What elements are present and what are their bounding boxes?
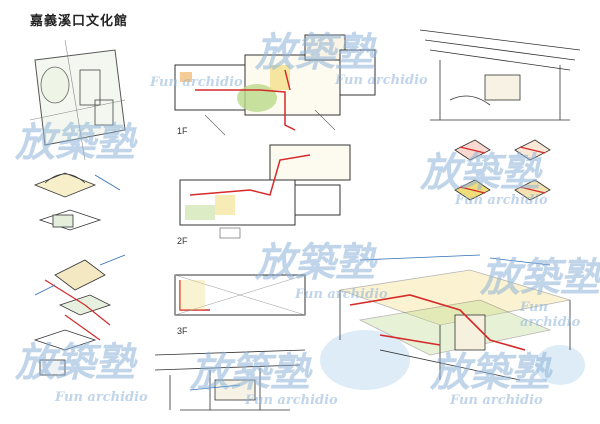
page-title: 嘉義溪口文化館 [30,14,129,29]
section-perspective-sketch [154,349,306,411]
floor-label-3f: 3F [177,326,188,336]
concept-diagrams [33,172,126,376]
watermark-subtitle: Fun archidio [55,390,148,405]
floor-plan-2f [179,144,351,239]
axonometric-sketch [320,254,585,390]
floor-plan-1f [174,34,376,136]
floor-label-1f: 1F [177,126,188,136]
floor-plan-3f [174,274,306,316]
massing-diagrams [454,139,551,201]
floor-label-2f: 2F [177,236,188,246]
interior-perspective-sketch [419,29,581,121]
site-plan-sketch [29,39,126,161]
